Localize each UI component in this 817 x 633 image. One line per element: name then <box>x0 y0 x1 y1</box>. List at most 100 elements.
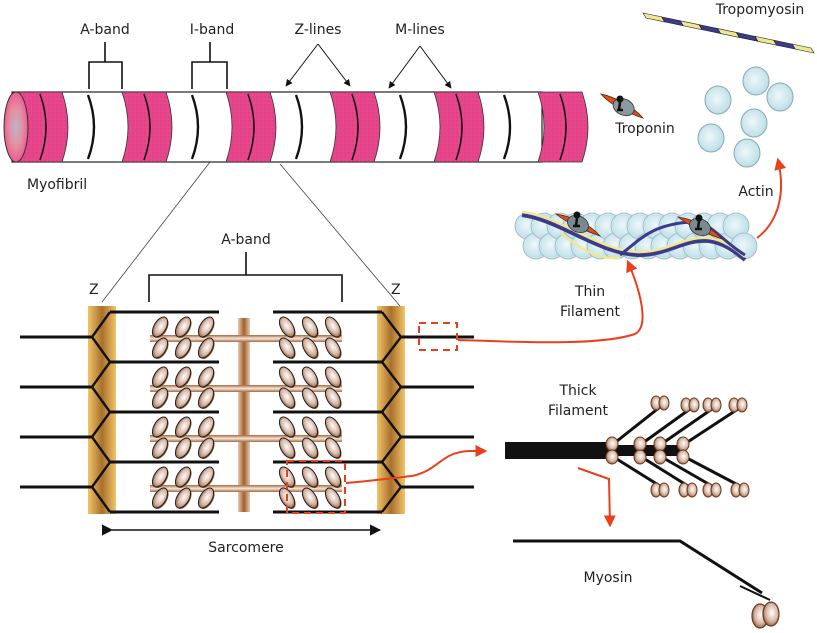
z-line <box>294 94 304 160</box>
troponin-complex <box>573 217 580 228</box>
thick-filament <box>505 395 750 498</box>
tropomyosin-segment <box>773 39 796 50</box>
a-band-segment <box>329 91 381 163</box>
actin-monomer <box>697 123 725 153</box>
myosin-head <box>278 437 296 459</box>
thin-filament <box>514 210 758 262</box>
myofibril-end-cap <box>3 91 29 163</box>
arrow-to-myosin <box>577 467 616 528</box>
myosin-head <box>197 366 215 388</box>
myosin-head <box>174 416 192 438</box>
myosin-head <box>605 449 619 465</box>
tropomyosin <box>642 12 815 54</box>
sarcomere <box>20 252 474 536</box>
myosin-head <box>658 482 670 498</box>
tropomyosin-segment <box>717 28 740 38</box>
myosin-head <box>710 397 722 413</box>
a-band-segment <box>537 91 589 163</box>
thick-filament-highlight-box <box>286 460 346 514</box>
myosin-head <box>197 316 215 338</box>
myosin-head <box>324 316 342 338</box>
arrow-to-thin-filament <box>457 259 644 344</box>
myosin-head <box>174 487 192 509</box>
actin-monomer <box>740 108 768 138</box>
myosin-head <box>324 387 342 409</box>
label-actin: Actin <box>738 184 774 200</box>
m-line <box>39 93 47 161</box>
myosin-head <box>324 416 342 438</box>
tropomyosin-segment <box>791 43 815 54</box>
label-thin-filament-line2: Filament <box>559 304 621 320</box>
label-i-band: I-band <box>189 22 235 38</box>
sarcomere-a-band-bracket <box>148 252 343 302</box>
myosin-head <box>151 416 169 438</box>
myosin-head <box>278 337 296 359</box>
thick-filament-bar <box>150 335 342 342</box>
label-z-right: Z <box>391 282 401 298</box>
myosin-head <box>151 337 169 359</box>
actin-monomer <box>742 66 770 96</box>
myosin-head <box>633 436 647 452</box>
myosin-molecule <box>513 539 780 629</box>
troponin-complex <box>695 214 703 222</box>
thin-filament-highlight-box <box>418 322 458 351</box>
m-line <box>559 93 567 161</box>
myosin-head <box>197 416 215 438</box>
arrow-to-thick-filament <box>345 445 488 484</box>
tropomyosin-strand <box>559 231 621 260</box>
thick-filament-bar <box>150 485 342 492</box>
myosin-head <box>686 482 698 498</box>
myosin-head <box>301 487 319 509</box>
myosin-head <box>174 387 192 409</box>
z-line <box>398 94 408 160</box>
label-myofibril: Myofibril <box>27 177 88 193</box>
tropomyosin-strand <box>521 210 746 258</box>
myosin-head <box>174 337 192 359</box>
myosin-head <box>301 437 319 459</box>
myosin-tail <box>513 539 763 595</box>
z-disc <box>88 306 116 514</box>
myosin-head <box>197 437 215 459</box>
myosin-head <box>324 366 342 388</box>
myosin-head <box>278 366 296 388</box>
myosin-head <box>633 449 647 465</box>
myosin-head <box>301 416 319 438</box>
m-line <box>247 93 255 161</box>
actin-monomers <box>697 66 794 168</box>
myosin-head <box>151 316 169 338</box>
myosin-head <box>762 601 780 627</box>
myosin-head <box>605 436 619 452</box>
a-band-segment <box>225 91 277 163</box>
z-line <box>190 94 200 160</box>
thick-filament-bar <box>150 385 342 392</box>
m-line <box>351 93 359 161</box>
myosin-head <box>197 387 215 409</box>
a-band-callout <box>88 42 123 89</box>
myosin-neck <box>659 454 713 488</box>
myosin-head <box>324 437 342 459</box>
myofibril <box>3 91 589 163</box>
myosin-neck <box>611 454 661 488</box>
myosin-head <box>688 397 700 413</box>
myosin-head <box>151 387 169 409</box>
m-line <box>455 93 463 161</box>
label-troponin: Troponin <box>615 121 675 137</box>
thick-filament-backbone <box>610 445 680 456</box>
tropomyosin-segment <box>661 16 684 27</box>
troponin-complex <box>567 214 589 234</box>
thick-filament-backbone <box>505 442 615 459</box>
myosin-head <box>324 487 342 509</box>
label-m-lines: M-lines <box>395 22 445 38</box>
myosin-head <box>653 449 667 465</box>
i-band-callout <box>191 42 228 89</box>
myosin-head <box>174 366 192 388</box>
myosin-neck <box>611 405 661 447</box>
myosin-head <box>151 466 169 488</box>
label-sarcomere-a-band: A-band <box>221 232 271 248</box>
troponin-complex <box>689 217 711 237</box>
label-z-lines: Z-lines <box>294 22 342 38</box>
myosin-head <box>197 337 215 359</box>
myosin-head <box>174 316 192 338</box>
myosin-head <box>653 436 667 452</box>
